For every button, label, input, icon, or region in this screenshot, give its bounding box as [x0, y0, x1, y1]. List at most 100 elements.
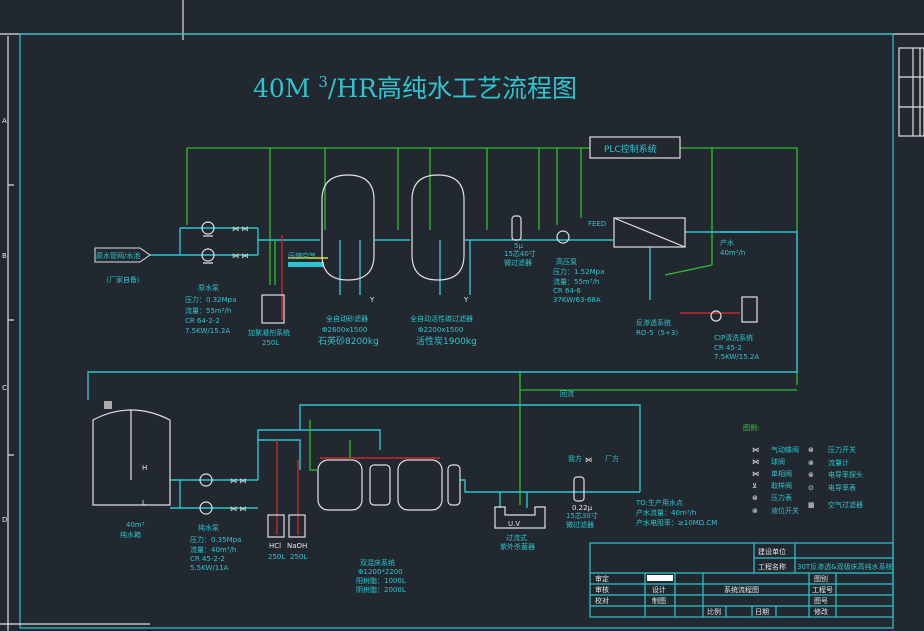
svg-text:Y: Y [463, 296, 469, 304]
hp-pump-power: 37KW/63-68A [553, 296, 601, 304]
ruler-row-c: C [2, 384, 7, 392]
tb-project-no: 工程号 [812, 585, 833, 594]
tb-scale: 比例 [707, 607, 721, 616]
revision-table [898, 47, 924, 137]
uv-name2: 紫外杀菌器 [500, 542, 535, 551]
micro-filter-2-name1: 15芯30寸 [566, 511, 598, 520]
svg-text:⊻: ⊻ [752, 482, 757, 490]
control-lines [186, 147, 798, 505]
sand-filter-media: 石英砂8200kg [318, 335, 379, 347]
pure-pump-flow: 流量：40m³/h [190, 545, 236, 554]
svg-text:⊗: ⊗ [808, 471, 814, 479]
mixed-bed-cation: 阳树脂：1000L [356, 576, 406, 585]
ro-feed-label: FEED [588, 220, 606, 228]
svg-text:⋈: ⋈ [585, 456, 592, 464]
pure-pump-power: 5.5KW/11A [190, 564, 229, 572]
plc-control-box [589, 136, 681, 159]
tb-category: 图别 [814, 574, 828, 583]
top-pipes [87, 227, 798, 400]
svg-text:⋈: ⋈ [752, 458, 759, 466]
pure-water-tank [92, 409, 171, 506]
pump-icon [199, 473, 213, 487]
micro-filter-2-name2: 微过滤器 [566, 520, 594, 529]
hcl-tank [267, 514, 285, 538]
pump-icon [201, 221, 215, 235]
raw-pump-model: CR 64-2-2 [185, 317, 220, 325]
naoh-volume: 250L [290, 553, 307, 561]
legend-item: 气动蝶阀 [771, 445, 799, 454]
tank-name: 纯水箱 [120, 530, 141, 539]
legend-item: 取样阀 [771, 481, 792, 490]
hcl-volume: 250L [268, 553, 285, 561]
tank-volume: 40m³ [126, 521, 145, 529]
output-flow: 产水流量：40m³/h [636, 508, 696, 517]
page-title: 40M 3/HR高纯水工艺流程图 [253, 73, 577, 103]
legend-item: 液位开关 [771, 506, 799, 515]
split-right: 厂方 [605, 454, 619, 463]
tb-design: 设计 [652, 585, 666, 594]
raw-pump-pressure: 压力：0.32Mpa [185, 295, 236, 304]
dosing-tank [261, 294, 285, 324]
mixed-bed-anion: 阴树脂：2000L [356, 585, 406, 594]
legend-item: 电导率表 [828, 483, 856, 492]
ruler-row-a: A [2, 117, 7, 125]
svg-text:⊗: ⊗ [808, 446, 814, 454]
raw-pump-flow: 流量：55m³/h [185, 306, 231, 315]
high-pressure-pump-icon [556, 230, 570, 244]
tank-low-level: L [142, 499, 146, 507]
tb-approve: 审定 [595, 574, 609, 583]
hp-pump-pressure: 压力：1.52Mpa [553, 267, 604, 276]
output-resistivity: 产水电阻率：≥10MΩ.CM [636, 518, 717, 527]
title-block [589, 542, 894, 618]
mixed-bed-name: 双混床系统 [360, 558, 395, 567]
raw-pump-power: 7.5KW/15.2A [185, 327, 230, 335]
micro-filter-1 [511, 215, 522, 241]
micro-filter-2-spec: 0.22μ [572, 504, 593, 512]
svg-text:⋈ ⋈: ⋈ ⋈ [232, 252, 248, 260]
micro-filter-1-spec: 5μ [514, 242, 523, 250]
naoh-label: NaOH [287, 542, 307, 550]
tb-project: 工程名称 [758, 562, 786, 571]
tb-review: 审核 [595, 585, 609, 594]
legend: 图例: ⋈⋈⋈⊻⊗⊗ ⊗⊗⊗⊙▦ 气动蝶阀 球阀 单相阀 取样阀 压力表 液位开… [743, 423, 863, 515]
uv-name1: 过流式 [506, 533, 527, 542]
naoh-tank [288, 514, 306, 538]
cip-model: CR 45-2 [714, 344, 742, 352]
legend-item: 电导率探头 [828, 470, 863, 479]
raw-water-pumps: ⋈ ⋈ ⋈ ⋈ [201, 221, 248, 264]
tb-project-value: 30T反渗透&双级床高纯水系统 [797, 562, 893, 571]
tb-date: 日期 [755, 608, 769, 616]
hp-pump-flow: 流量：55m³/h [553, 277, 599, 286]
legend-item: 流量计 [828, 458, 849, 467]
svg-text:Y: Y [369, 296, 375, 304]
ruler-row-d: D [2, 516, 7, 524]
raw-water-source-label: 原水管网/水池 [96, 251, 140, 260]
hp-pump-model: CR 64-6 [553, 287, 581, 295]
hcl-label: HCl [269, 542, 281, 550]
raw-water-source [94, 247, 151, 263]
tb-drawing-name: 系统流程图 [724, 585, 759, 594]
svg-text:⋈ ⋈: ⋈ ⋈ [230, 477, 246, 485]
tb-drawing-no: 图号 [814, 597, 828, 605]
carbon-filter-vessel [411, 174, 465, 281]
legend-item: 单相阀 [771, 469, 792, 478]
cip-power: 7.5KW/15.2A [714, 353, 759, 361]
uv-sterilizer [494, 506, 546, 529]
sand-filter-size: Φ2600x1500 [322, 326, 367, 334]
svg-text:⋈ ⋈: ⋈ ⋈ [230, 505, 246, 513]
split-left: 我方 [568, 454, 582, 463]
plc-label: PLC控制系统 [604, 143, 657, 155]
mixed-bed-system [309, 420, 461, 511]
air-label: 压缩空气 [288, 251, 316, 260]
raw-pump-name: 原水泵 [198, 283, 219, 292]
legend-item: 球阀 [771, 457, 785, 466]
svg-text:⋈ ⋈: ⋈ ⋈ [232, 225, 248, 233]
compressed-air-bar [288, 262, 324, 267]
ruler-row-b: B [2, 252, 7, 260]
tb-revision: 修改 [814, 607, 828, 616]
mixed-bed-size: Φ1200*2200 [358, 568, 403, 576]
air-filter-icon [104, 401, 112, 409]
legend-item: 压力表 [771, 493, 792, 502]
micro-filter-2 [573, 476, 585, 502]
